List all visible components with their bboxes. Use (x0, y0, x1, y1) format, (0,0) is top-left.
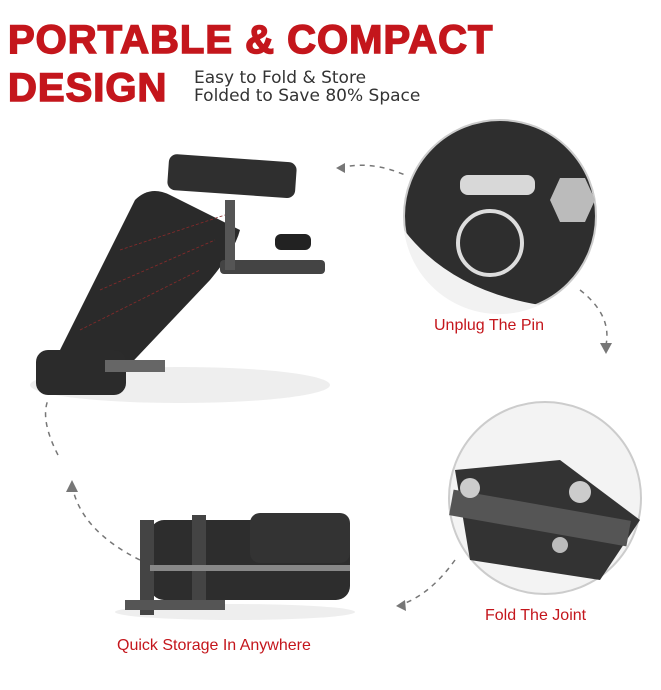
bench-unfolded-image (30, 154, 330, 403)
bench-folded-image (115, 513, 355, 620)
joint-closeup-image (448, 401, 642, 595)
subtitle-line2: Folded to Save 80% Space (194, 86, 421, 106)
pin-closeup-image (403, 119, 597, 315)
caption-quick-storage: Quick Storage In Anywhere (117, 637, 311, 654)
subtitle-line1: Easy to Fold & Store (194, 68, 367, 88)
arrowheads (66, 163, 612, 611)
headline-line1: PORTABLE & COMPACT (7, 18, 494, 62)
headline-line2: DESIGN (7, 66, 168, 110)
caption-unplug-pin: Unplug The Pin (434, 317, 544, 334)
caption-fold-joint: Fold The Joint (485, 607, 587, 624)
dashed-cycle-arrows (44, 164, 608, 606)
